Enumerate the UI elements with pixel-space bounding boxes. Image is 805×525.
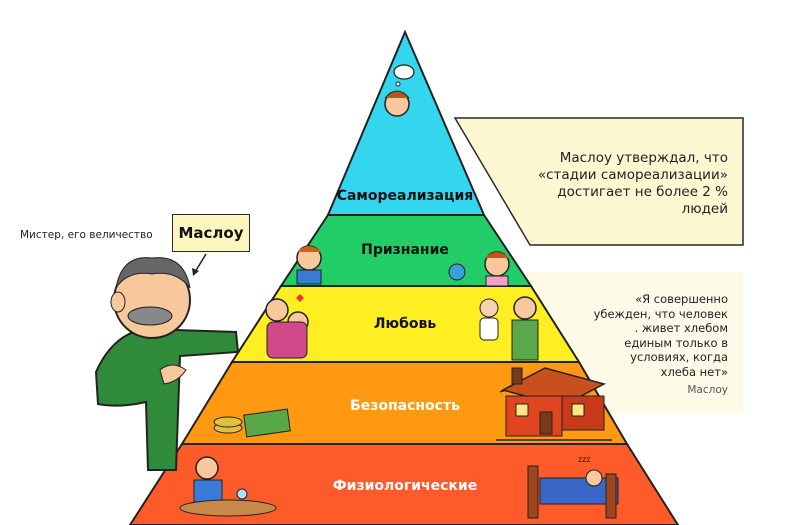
quote-bottom-line: хлеба нет» [660,364,728,379]
maslow-name-box: Маслоу [172,214,250,252]
house-icon [496,367,612,441]
quote-bottom-author: Маслоу [687,384,728,396]
quote-top-line: «стадии самореализации» [537,167,728,183]
money-stack-icon [213,408,291,438]
tier-label-self-actualization: Самореализация [336,188,474,204]
name-arrow [194,253,207,273]
svg-text:zzz: zzz [578,455,591,464]
sleeping-in-bed-icon: zzz [527,455,619,519]
maslow-figure [94,257,240,471]
thinking-head-icon [384,64,415,117]
tier-label-esteem: Признание [361,242,449,258]
couple-hugging-icon [265,294,309,359]
child-with-medal-icon [448,251,510,287]
child-left-icon [296,245,322,285]
quote-bottom-line: . живет хлебом [634,321,728,335]
quote-bottom-text: «Я совершенно убежден, что человек . жив… [528,292,728,398]
quote-bottom-line: единым только в [624,335,728,350]
tier-label-safety: Безопасность [350,398,460,414]
quote-top-line: людей [681,201,728,217]
tier-label-physiological: Физиологические [332,478,478,494]
tier-label-love: Любовь [373,316,437,332]
father-baby-icon [479,296,539,361]
quote-bottom-line: условиях, когда [630,350,728,364]
quote-top-callout-shape [453,117,744,246]
quote-top-line: достигает не более 2 % [557,184,728,200]
maslow-caption: Мистер, его величество [20,229,153,241]
quote-top-text: Маслоу утверждал, что «стадии самореализ… [474,150,728,218]
eating-child-icon [179,456,277,517]
quote-bottom-line: «Я совершенно [635,292,728,306]
quote-bottom-callout-shape [518,272,743,414]
quote-top-line: Маслоу утверждал, что [559,150,728,166]
quote-bottom-line: убежден, что человек [593,306,728,321]
